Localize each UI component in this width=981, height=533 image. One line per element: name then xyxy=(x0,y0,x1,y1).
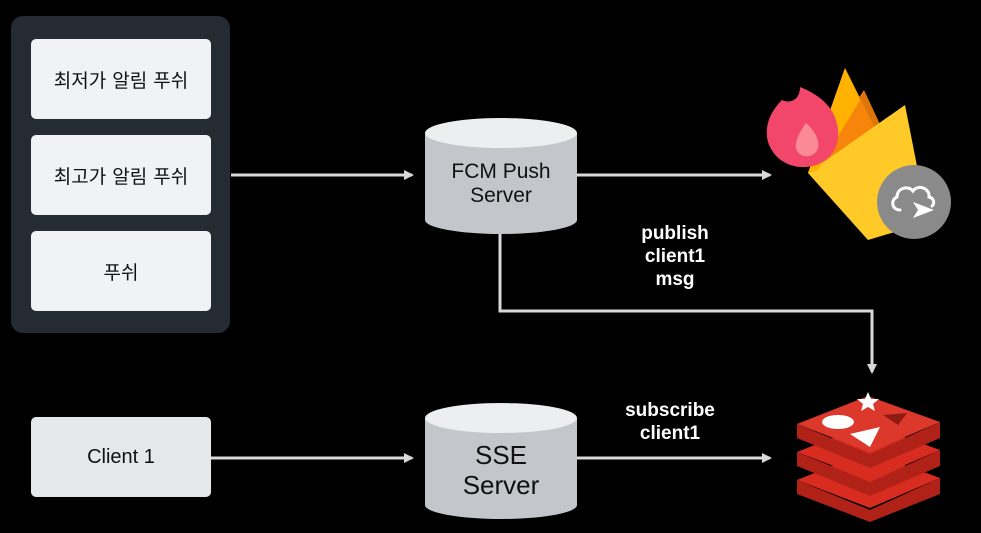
subscribe-label-line2: client1 xyxy=(639,422,701,444)
fcm-server-cylinder xyxy=(425,118,577,234)
fcm-server-label: FCM Push Server xyxy=(425,160,577,208)
push-item-label: 최고가 알림 푸쉬 xyxy=(53,165,189,188)
push-type-panel: 최저가 알림 푸쉬 최고가 알림 푸쉬 푸쉬 xyxy=(11,16,230,333)
push-item-lowest-price[interactable]: 최저가 알림 푸쉬 xyxy=(31,39,211,119)
fire-icon xyxy=(766,87,839,168)
push-item-highest-price[interactable]: 최고가 알림 푸쉬 xyxy=(31,135,211,215)
publish-label-line2: client1 xyxy=(644,245,706,267)
sse-server-label-line2: Server xyxy=(462,469,540,500)
client-label: Client 1 xyxy=(87,445,155,468)
sse-server-label: SSE Server xyxy=(425,440,577,501)
publish-label-line1: publish xyxy=(641,223,709,244)
client-1-box[interactable]: Client 1 xyxy=(31,417,211,497)
push-item-label: 최저가 알림 푸쉬 xyxy=(53,69,189,92)
sse-server-label-line1: SSE xyxy=(474,440,528,470)
publish-label: publish client1 msg xyxy=(610,223,740,291)
cloud-send-icon xyxy=(877,165,951,239)
push-item-generic[interactable]: 푸쉬 xyxy=(31,231,211,311)
fcm-server-label-line2: Server xyxy=(470,184,532,208)
redis-logo-icon xyxy=(797,392,940,522)
push-item-label: 푸쉬 xyxy=(103,261,139,284)
fcm-server-label-line1: FCM Push xyxy=(451,160,551,183)
sse-server-cylinder xyxy=(425,403,577,519)
subscribe-label-line1: subscribe xyxy=(625,400,715,421)
publish-label-line3: msg xyxy=(655,268,695,290)
subscribe-label: subscribe client1 xyxy=(605,400,735,446)
arrow-fcm-to-redis xyxy=(498,233,877,374)
